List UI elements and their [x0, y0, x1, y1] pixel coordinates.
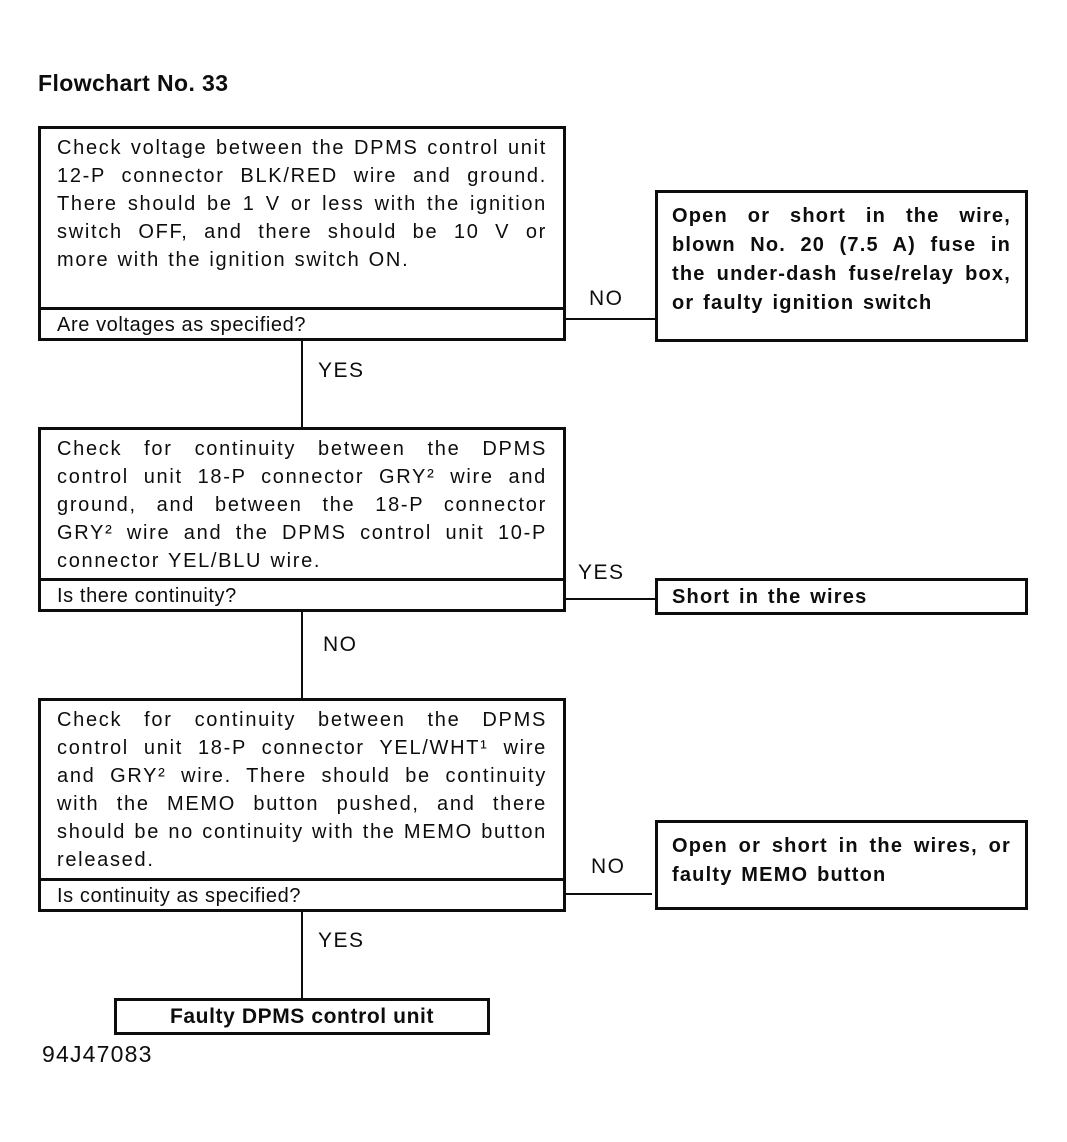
- connector-step2-to-result2: [564, 598, 655, 600]
- step-1-question: Are voltages as specified?: [41, 307, 563, 338]
- connector-step1-to-result1: [564, 318, 655, 320]
- step-box-1: Check voltage between the DPMS control u…: [38, 126, 566, 341]
- document-code: 94J47083: [42, 1041, 153, 1067]
- edge-label-no-1: NO: [589, 287, 624, 310]
- page-title: Flowchart No. 33: [38, 70, 229, 96]
- result-box-1: Open or short in the wire, blown No. 20 …: [655, 190, 1028, 342]
- edge-label-no-2: NO: [323, 633, 358, 656]
- edge-label-no-3: NO: [591, 855, 626, 878]
- connector-step3-to-result3: [564, 893, 652, 895]
- step-1-instruction: Check voltage between the DPMS control u…: [57, 137, 547, 271]
- step-3-instruction: Check for continuity between the DPMS co…: [57, 709, 547, 871]
- step-3-question: Is continuity as specified?: [41, 878, 563, 909]
- step-box-2: Check for continuity between the DPMS co…: [38, 427, 566, 612]
- result-box-3: Open or short in the wires, or faulty ME…: [655, 820, 1028, 910]
- connector-step2-to-step3: [301, 612, 303, 698]
- final-result-box: Faulty DPMS control unit: [114, 998, 490, 1035]
- step-2-question: Is there continuity?: [41, 578, 563, 609]
- result-box-2: Short in the wires: [655, 578, 1028, 615]
- connector-step1-to-step2: [301, 341, 303, 427]
- step-box-3: Check for continuity between the DPMS co…: [38, 698, 566, 912]
- edge-label-yes-2: YES: [578, 561, 625, 584]
- step-2-instruction: Check for continuity between the DPMS co…: [57, 438, 547, 572]
- connector-step3-to-final: [301, 912, 303, 998]
- edge-label-yes-3: YES: [318, 929, 365, 952]
- edge-label-yes-1: YES: [318, 359, 365, 382]
